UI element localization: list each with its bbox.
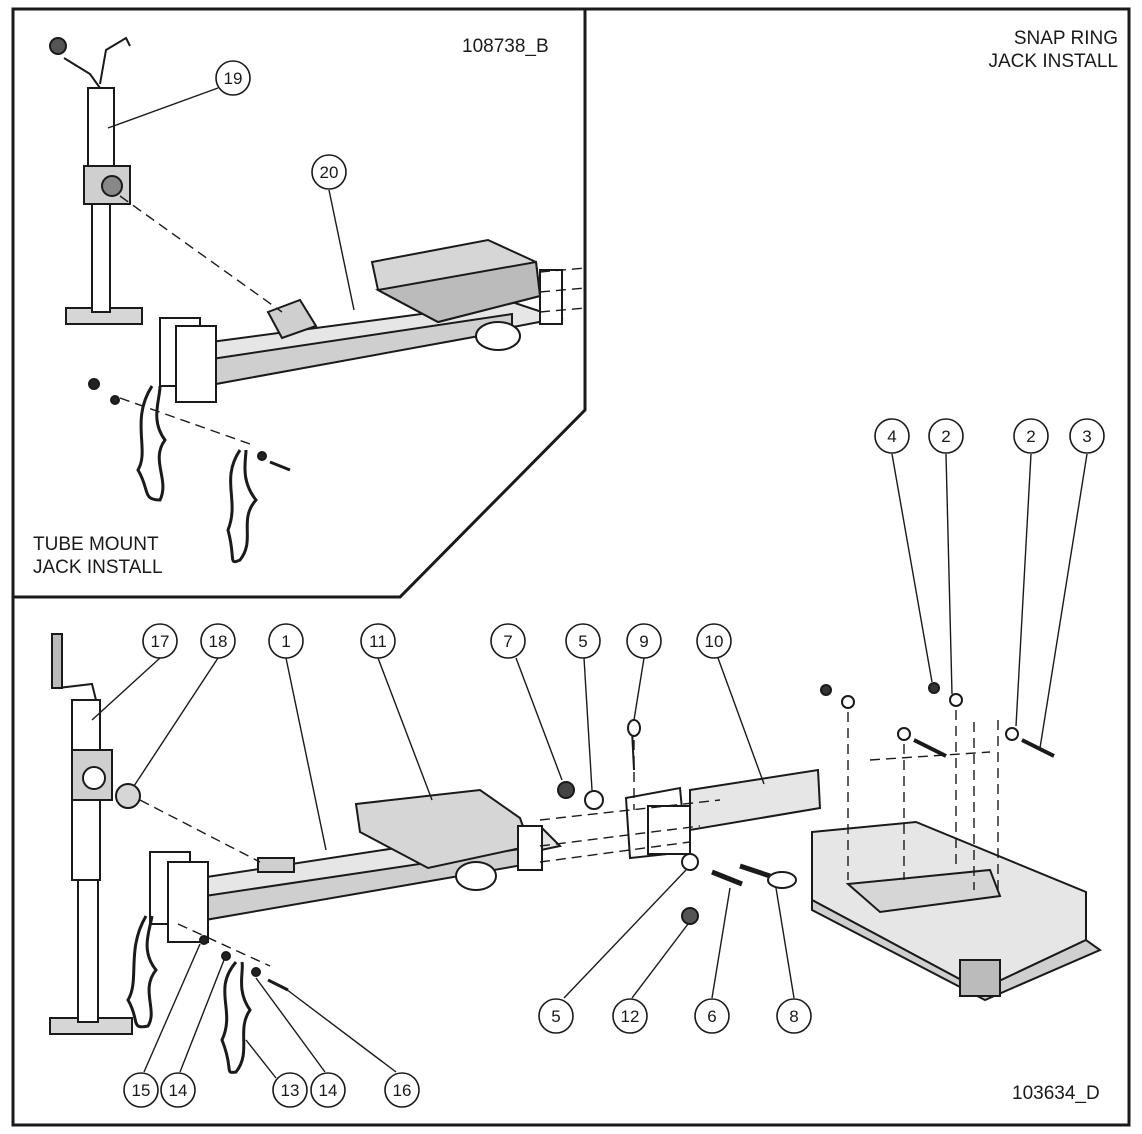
callout-circle <box>874 418 910 454</box>
callout-circle <box>776 998 812 1034</box>
callout-circle <box>215 60 251 96</box>
callout-label: 2 <box>1026 427 1035 446</box>
callout-c4: 4 <box>874 418 910 454</box>
callout-label: 3 <box>1082 427 1091 446</box>
safety-chains-main <box>126 915 252 1074</box>
snap-ring-title-line-1: SNAP RING <box>1013 28 1118 49</box>
extension-tube <box>624 768 822 860</box>
callout-c5a: 5 <box>565 623 601 659</box>
callout-label: 5 <box>551 1007 560 1026</box>
callout-circle <box>123 1072 159 1108</box>
callout-c15: 15 <box>123 1072 159 1108</box>
callout-c11: 11 <box>360 623 396 659</box>
callout-label: 20 <box>320 163 339 182</box>
tube-mount-inset <box>49 36 586 564</box>
callout-circle <box>272 1072 308 1108</box>
callout-c1: 1 <box>268 623 304 659</box>
callout-c6: 6 <box>694 998 730 1034</box>
callout-circle <box>696 623 732 659</box>
callout-label: 14 <box>319 1081 338 1100</box>
callout-c9: 9 <box>626 623 662 659</box>
callout-c16: 16 <box>384 1072 420 1108</box>
callout-circle <box>565 623 601 659</box>
callout-label: 6 <box>707 1007 716 1026</box>
callout-c10: 10 <box>696 623 732 659</box>
callout-label: 8 <box>789 1007 798 1026</box>
callout-circle <box>626 623 662 659</box>
callout-label: 11 <box>369 632 387 651</box>
tube-mount-title-line-1: TUBE MOUNT <box>33 534 159 555</box>
callout-label: 19 <box>224 69 243 88</box>
callout-label: 7 <box>503 632 512 651</box>
tongue-assembly <box>149 788 563 943</box>
tube-mount-tongue <box>159 238 564 403</box>
callout-c12: 12 <box>612 998 648 1034</box>
callout-circle <box>384 1072 420 1108</box>
tube-mount-jack <box>49 36 143 325</box>
callout-circle <box>360 623 396 659</box>
snap-ring-main <box>49 633 1103 1074</box>
callout-circle <box>142 623 178 659</box>
snap-ring <box>115 783 141 809</box>
callout-c17: 17 <box>142 623 178 659</box>
callout-c14b: 14 <box>310 1072 346 1108</box>
callout-label: 9 <box>639 632 648 651</box>
callout-label: 15 <box>132 1081 151 1100</box>
snap-ring-title-line-2: JACK INSTALL <box>988 51 1118 72</box>
callout-circle <box>160 1072 196 1108</box>
callout-circle <box>538 998 574 1034</box>
callout-label: 14 <box>169 1081 188 1100</box>
callout-c19: 19 <box>215 60 251 96</box>
callout-c14a: 14 <box>160 1072 196 1108</box>
callout-c3: 3 <box>1069 418 1105 454</box>
callout-circle <box>694 998 730 1034</box>
safety-chains-inset <box>136 385 258 564</box>
callout-c18: 18 <box>200 623 236 659</box>
callout-c2b: 2 <box>1013 418 1049 454</box>
callout-circle <box>928 418 964 454</box>
callout-circle <box>490 623 526 659</box>
callout-c7: 7 <box>490 623 526 659</box>
callout-circle <box>310 1072 346 1108</box>
callout-label: 16 <box>393 1081 412 1100</box>
leader-lines <box>91 87 1088 1079</box>
callout-label: 4 <box>887 427 896 446</box>
callout-circle <box>1069 418 1105 454</box>
callout-label: 12 <box>621 1007 640 1026</box>
callout-label: 18 <box>209 632 228 651</box>
callout-c20: 20 <box>311 154 347 190</box>
hitch-base <box>811 820 1103 1002</box>
drawing-frame <box>11 7 1131 1127</box>
inset-drawing-number: 108738_B <box>462 36 549 57</box>
callout-circle <box>200 623 236 659</box>
callout-label: 10 <box>705 632 724 651</box>
callout-c5b: 5 <box>538 998 574 1034</box>
tube-mount-title-line-2: JACK INSTALL <box>33 557 163 578</box>
callout-circle <box>612 998 648 1034</box>
callout-label: 1 <box>281 632 290 651</box>
callout-label: 13 <box>281 1081 300 1100</box>
snap-ring-jack <box>49 633 133 1035</box>
callout-label: 5 <box>578 632 587 651</box>
main-drawing-number: 103634_D <box>1012 1083 1100 1104</box>
callout-c2a: 2 <box>928 418 964 454</box>
callout-circle <box>311 154 347 190</box>
callout-circle <box>268 623 304 659</box>
callout-c8: 8 <box>776 998 812 1034</box>
callout-label: 2 <box>941 427 950 446</box>
callout-label: 17 <box>151 632 170 651</box>
callout-c13: 13 <box>272 1072 308 1108</box>
callout-circle <box>1013 418 1049 454</box>
